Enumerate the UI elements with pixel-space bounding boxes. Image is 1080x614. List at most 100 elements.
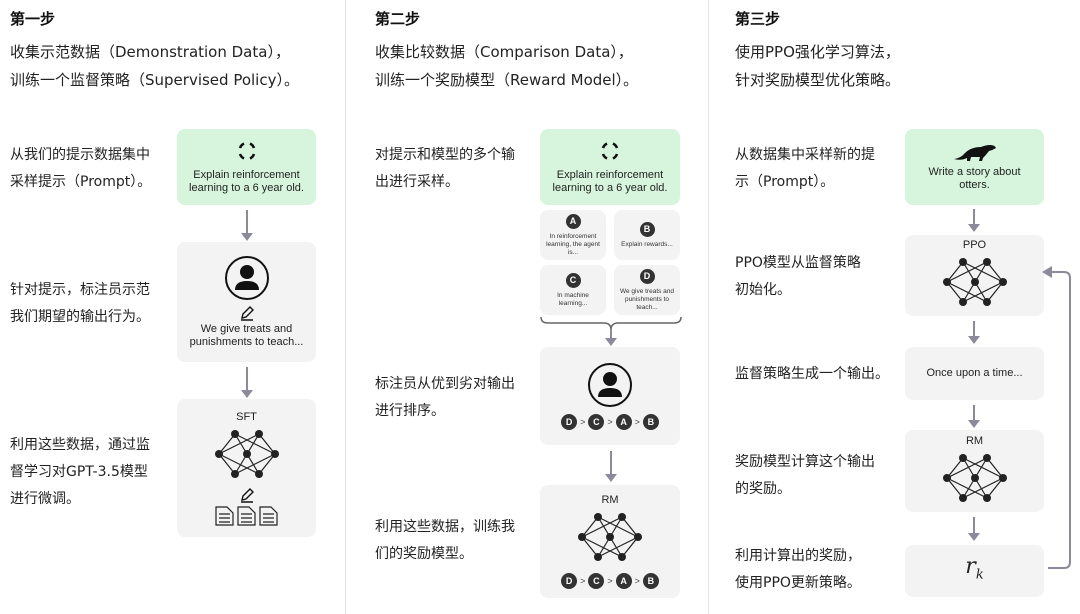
greater-than: > — [634, 575, 640, 586]
rank-badge: B — [642, 573, 659, 589]
note-line: 督学习对GPT-3.5模型 — [10, 464, 148, 480]
greater-than: > — [580, 416, 586, 427]
reward-subscript: k — [975, 567, 984, 583]
step3-subtitle: 使用PPO强化学习算法， 针对奖励模型优化策略。 — [735, 38, 900, 94]
step2-subtitle: 收集比较数据（Comparison Data），训练一个奖励模型（Reward … — [375, 38, 638, 94]
column-divider — [345, 0, 346, 614]
reward-value: rk — [965, 553, 984, 587]
person-icon — [224, 256, 269, 300]
step1-note: 利用这些数据，通过监督学习对GPT-3.5模型进行微调。 — [10, 432, 150, 513]
refresh-icon — [238, 142, 255, 160]
ranking: D> C> A> B — [561, 573, 659, 589]
feedback-arrow — [1042, 266, 1071, 569]
rank-badge: B — [642, 414, 659, 430]
note-line: 从我们的提示数据集中 — [10, 147, 150, 163]
refresh-icon — [601, 142, 619, 160]
documents-icon — [215, 505, 278, 526]
model-label: SFT — [236, 410, 257, 423]
note-line: 我们期望的输出行为。 — [10, 309, 150, 325]
note-line: 示（Prompt）。 — [735, 174, 835, 190]
rank-badge: A — [615, 573, 632, 589]
sft-model-box: SFT — [177, 399, 316, 537]
output-box-d: D We give treats and punishments to teach… — [614, 265, 680, 315]
reward-box: rk — [905, 545, 1044, 597]
ppo-model-box: PPO — [905, 235, 1044, 316]
note-line: 监督策略生成一个输出。 — [735, 366, 889, 382]
otter-icon — [953, 145, 996, 161]
note-line: 利用这些数据，训练我 — [375, 519, 515, 535]
subtitle-line: 使用PPO强化学习算法， — [735, 43, 900, 61]
output-box-b: B Explain rewards... — [614, 210, 680, 260]
note-line: 们的奖励模型。 — [375, 546, 473, 562]
note-line: 对提示和模型的多个输 — [375, 147, 515, 163]
step1-note: 针对提示，标注员示范我们期望的输出行为。 — [10, 277, 150, 331]
greater-than: > — [634, 416, 640, 427]
note-line: PPO模型从监督策略 — [735, 255, 861, 271]
output-id-badge: A — [565, 213, 581, 229]
reward-symbol: r — [965, 553, 976, 579]
step1-subtitle: 收集示范数据（Demonstration Data）， 训练一个监督策略（Supe… — [10, 38, 299, 94]
rank-badge: C — [588, 414, 605, 430]
note-line: 采样提示（Prompt）。 — [10, 174, 152, 190]
rank-badge: D — [561, 414, 578, 430]
prompt-box: Explain reinforcement learning to a 6 ye… — [177, 129, 316, 205]
step2-note: 标注员从优到劣对输出进行排序。 — [375, 371, 515, 425]
step2-title: 第二步 — [375, 10, 421, 28]
note-line: 奖励模型计算这个输出 — [735, 454, 875, 470]
greater-than: > — [580, 575, 586, 586]
output-id-badge: B — [639, 221, 655, 237]
prompt-text: Explain reinforcement learning to a 6 ye… — [552, 169, 668, 194]
note-line: 针对提示，标注员示范 — [10, 282, 150, 298]
output-text: Explain rewards... — [621, 240, 673, 248]
output-text: In reinforcement learning, the agent is.… — [546, 232, 600, 256]
arrow-down — [968, 517, 980, 541]
step3-note: 监督策略生成一个输出。 — [735, 361, 889, 388]
subtitle-line: 训练一个监督策略（Supervised Policy）。 — [10, 71, 299, 89]
pencil-icon — [240, 306, 254, 321]
note-line: 利用计算出的奖励， — [735, 548, 861, 564]
output-text: We give treats and punishments to teach.… — [619, 287, 675, 311]
arrow-down — [241, 210, 253, 241]
note-line: 标注员从优到劣对输出 — [375, 376, 515, 392]
arrow-down — [241, 367, 253, 398]
step3-title: 第三步 — [735, 10, 781, 28]
step2-note: 利用这些数据，训练我们的奖励模型。 — [375, 514, 515, 568]
model-label: PPO — [962, 239, 987, 251]
arrow-down — [605, 330, 617, 346]
subtitle-line: 针对奖励模型优化策略。 — [735, 71, 901, 89]
output-box: Once upon a time... — [905, 347, 1044, 400]
rank-badge: A — [615, 414, 632, 430]
step3-note: 从数据集中采样新的提示（Prompt）。 — [735, 142, 875, 196]
rank-badge: D — [561, 573, 578, 589]
output-box-a: A In reinforcement learning, the agent is… — [540, 210, 606, 260]
greater-than: > — [607, 416, 613, 427]
neural-network-icon — [942, 256, 1007, 312]
step3-note: PPO模型从监督策略初始化。 — [735, 250, 861, 304]
note-line: 进行排序。 — [375, 403, 445, 419]
pencil-icon — [240, 487, 254, 503]
column-divider — [708, 0, 709, 614]
prompt-text: Write a story about otters. — [928, 166, 1021, 191]
ranking-box: D> C> A> B — [540, 347, 680, 445]
step3-note: 奖励模型计算这个输出的奖励。 — [735, 449, 875, 503]
neural-network-icon — [942, 452, 1007, 508]
prompt-box: Write a story about otters. — [905, 129, 1044, 205]
labeler-box: We give treats and punishments to teach.… — [177, 242, 316, 362]
neural-network-icon — [578, 511, 642, 567]
output-id-badge: D — [639, 268, 655, 284]
note-line: 使用PPO更新策略。 — [735, 575, 861, 591]
neural-network-icon — [214, 428, 279, 484]
step1-title: 第一步 — [10, 10, 56, 28]
output-id-badge: C — [565, 272, 581, 288]
subtitle-line: 收集比较数据（Comparison Data）， — [375, 43, 633, 61]
note-line: 进行微调。 — [10, 491, 80, 507]
subtitle-line: 收集示范数据（Demonstration Data）， — [10, 43, 290, 61]
arrow-down — [605, 451, 617, 482]
output-text: In machine learning... — [557, 291, 589, 307]
note-line: 利用这些数据，通过监 — [10, 437, 150, 453]
ranking: D> C> A> B — [561, 414, 659, 430]
greater-than: > — [607, 575, 613, 586]
arrow-down — [968, 405, 980, 428]
prompt-text: Explain reinforcement learning to a 6 ye… — [189, 169, 304, 194]
output-box-c: C In machine learning... — [540, 265, 606, 315]
